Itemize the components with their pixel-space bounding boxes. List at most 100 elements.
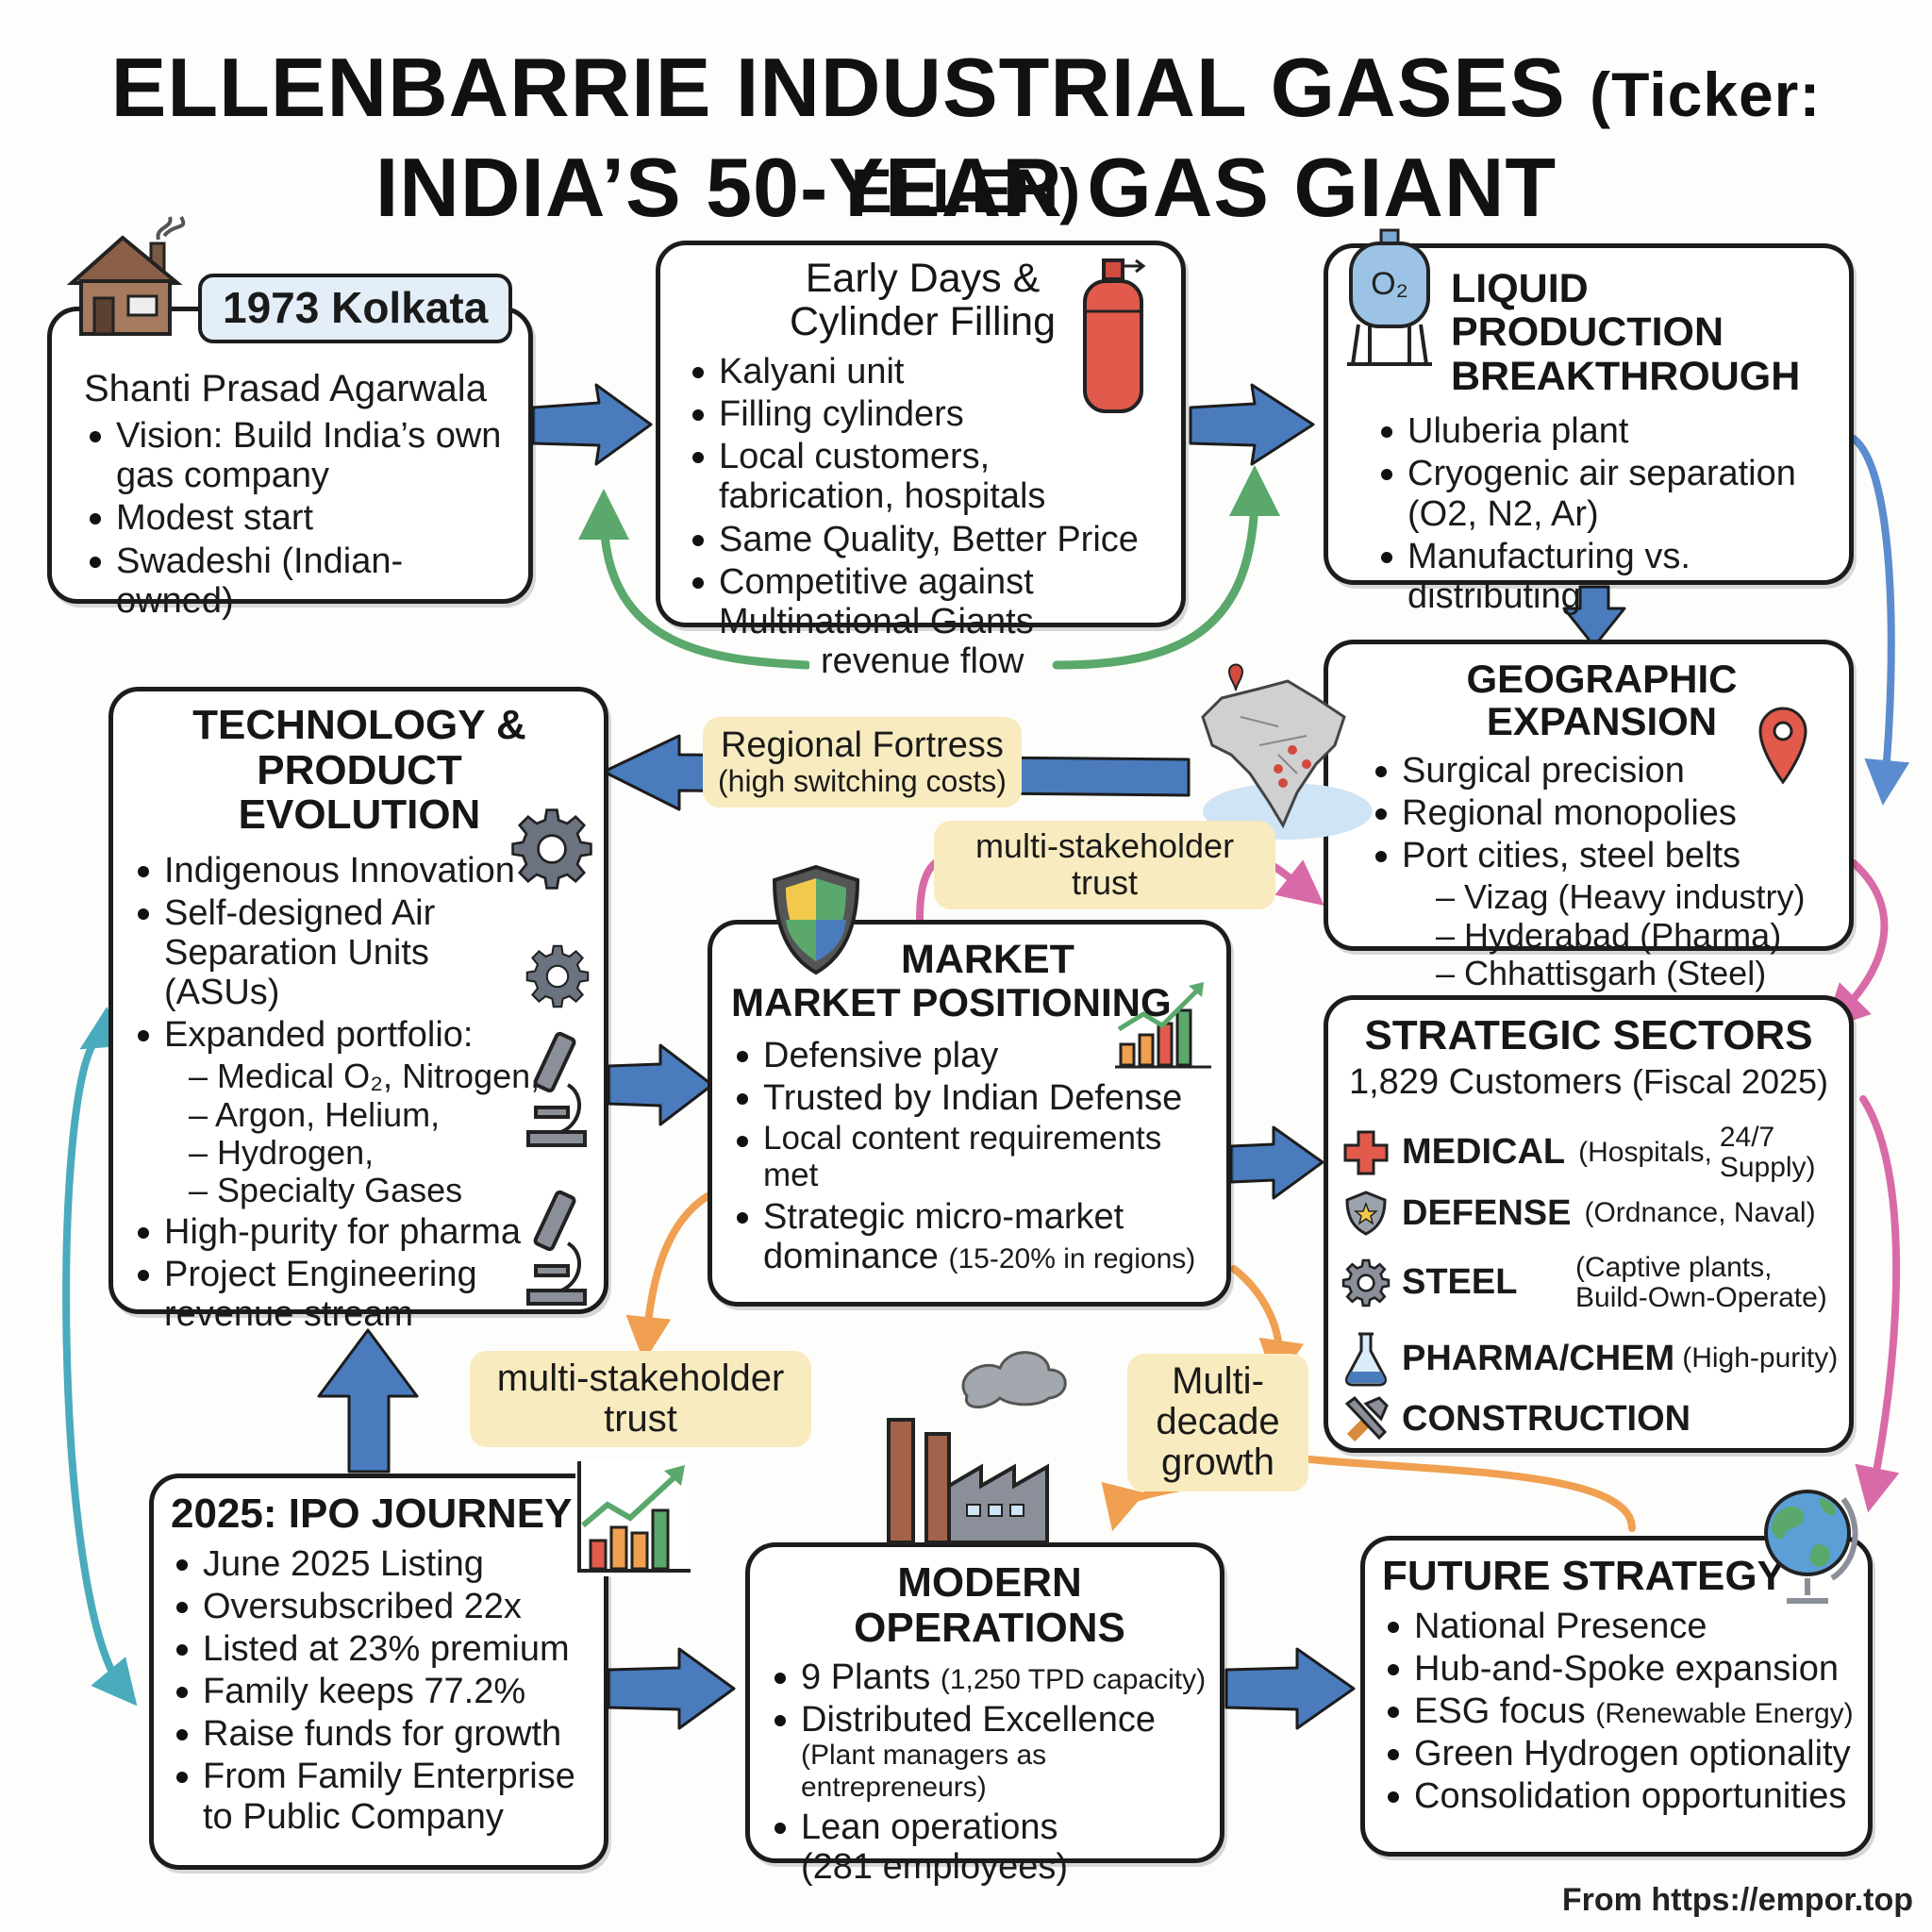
liquid-list: Uluberia plant Cryogenic air separation … [1375, 411, 1832, 616]
list-item: Argon, Helium, [189, 1095, 587, 1134]
list-item: Distributed Excellence (Plant managers a… [769, 1700, 1210, 1805]
list-item: From Family Enterprise to Public Company [171, 1757, 591, 1837]
regional-fortress-label: Regional Fortress [720, 725, 1004, 765]
technology-box: TECHNOLOGY & PRODUCT EVOLUTION Indigenou… [108, 687, 608, 1334]
list-item: Uluberia plant [1375, 411, 1832, 451]
arrow-liquid-to-geo [1562, 585, 1626, 648]
market-bullet-4-tail: dominance [763, 1237, 939, 1276]
ops-bullet-2-note: (Plant managers as entrepreneurs) [801, 1740, 1047, 1803]
sector-name: STEEL [1402, 1262, 1518, 1302]
ops-bullet-2: Distributed Excellence [801, 1700, 1156, 1740]
list-item: Local customers, fabrication, hospitals [687, 437, 1164, 516]
sector-note: (High-purity) [1682, 1342, 1839, 1374]
trust-tag-top: multi-stakeholder trust [934, 821, 1275, 909]
list-item: Hyderabad (Pharma) [1436, 916, 1834, 955]
arrow-ops-to-future [1224, 1647, 1356, 1730]
future-title: FUTURE STRATEGY [1382, 1553, 1785, 1599]
sector-note-2: 24/7 Supply) [1719, 1122, 1816, 1183]
list-item: Kalyani unit [687, 352, 1164, 391]
list-item: Medical O₂, Nitrogen, [189, 1058, 587, 1096]
trust-tag-left: multi-stakeholder trust [470, 1351, 811, 1448]
tech-list: Indigenous Innovation Self-designed Air … [132, 851, 538, 1056]
medical-cross-icon [1343, 1130, 1389, 1174]
list-item: Swadeshi (Indian-owned) [84, 541, 508, 621]
sector-row-steel: STEEL (Captive plants, Build-Own-Operate… [1341, 1253, 1840, 1312]
early-days-title: Early Days & Cylinder Filling [790, 256, 1056, 345]
list-item: Green Hydrogen optionality [1382, 1734, 1858, 1774]
factory-icon [877, 1330, 1094, 1552]
ops-list: 9 Plants (1,250 TPD capacity) Distribute… [769, 1657, 1210, 1887]
list-item: Filling cylinders [687, 394, 1164, 434]
esg-label: ESG focus [1414, 1690, 1586, 1731]
market-title-1: MARKET [901, 937, 1074, 982]
title-main: ELLENBARRIE INDUSTRIAL GASES [110, 41, 1566, 134]
sector-row-medical: MEDICAL (Hospitals, 24/7 Supply) [1341, 1123, 1840, 1182]
ops-bullet-1-note: (1,250 TPD capacity) [940, 1664, 1207, 1696]
list-item: Family keeps 77.2% [171, 1672, 591, 1711]
source-footer: From https://empor.top [1561, 1882, 1913, 1918]
microscope-icon [509, 1028, 594, 1156]
list-item: Surgical precision [1370, 751, 1834, 791]
geo-list: Surgical precision Regional monopolies P… [1370, 751, 1834, 876]
list-item: Same Quality, Better Price [687, 520, 1164, 559]
ipo-box: 2025: IPO JOURNEY June 2025 Listing Over… [149, 1474, 608, 1870]
liquid-title: LIQUID PRODUCTION BREAKTHROUGH [1451, 266, 1801, 399]
founding-tag: 1973 Kolkata [198, 274, 513, 343]
market-bullet-4: Strategic micro-market [763, 1196, 1124, 1237]
page-subtitle: INDIA’S 50-YEAR GAS GIANT [375, 141, 1557, 234]
location-pin-icon [1755, 703, 1811, 792]
list-item: Cryogenic air separation (O2, N2, Ar) [1375, 454, 1832, 534]
list-item: Lean operations (281 employees) [769, 1807, 1210, 1887]
sector-name: PHARMA/CHEM [1402, 1338, 1675, 1378]
tools-icon [1344, 1395, 1389, 1442]
list-item: Project Engineering revenue stream [132, 1255, 547, 1334]
sector-row-construction: CONSTRUCTION [1341, 1394, 1840, 1443]
founding-box: Shanti Prasad Agarwala Vision: Build Ind… [47, 307, 533, 621]
ops-bullet-1: 9 Plants [801, 1657, 931, 1698]
list-item: Consolidation opportunities [1382, 1776, 1858, 1816]
operations-box: MODERN OPERATIONS 9 Plants (1,250 TPD ca… [745, 1542, 1224, 1887]
title-ticker: (Ticker: ELLEN) [850, 59, 1822, 225]
list-item: Self-designed Air Separation Units (ASUs… [132, 893, 538, 1013]
sector-name: CONSTRUCTION [1402, 1398, 1691, 1439]
arrow-early-to-liquid [1189, 383, 1315, 466]
regional-fortress-tag: Regional Fortress (high switching costs) [703, 717, 1022, 808]
sector-row-defense: DEFENSE (Ordnance, Naval) [1341, 1189, 1840, 1238]
customer-count-note: (Fiscal 2025) [1631, 1061, 1828, 1101]
arrow-ipo-to-tech [317, 1328, 419, 1474]
revenue-flow-label: revenue flow [809, 641, 1036, 682]
list-item: Trusted by Indian Defense [731, 1078, 1213, 1118]
growth-tag: Multi-decade growth [1127, 1354, 1308, 1491]
arrow-tech-to-market [607, 1043, 714, 1126]
tech-title: TECHNOLOGY & PRODUCT EVOLUTION [192, 702, 526, 839]
sector-row-pharma: PHARMA/CHEM (High-purity) [1341, 1330, 1840, 1387]
shield-icon [769, 863, 863, 981]
list-item: Manufacturing vs. distributing [1375, 537, 1832, 616]
defense-shield-icon [1345, 1191, 1387, 1236]
revenue-flow-loop [578, 489, 811, 670]
geo-title: GEOGRAPHIC EXPANSION [1466, 657, 1738, 744]
list-item: Local content requirements met [731, 1120, 1213, 1194]
customer-count: 1,829 Customers [1348, 1061, 1623, 1102]
ops-bullet-3: Lean operations [801, 1807, 1058, 1847]
sector-note: (Captive plants, [1575, 1252, 1773, 1283]
list-item: ESG focus (Renewable Energy) [1382, 1691, 1858, 1731]
geographic-box: GEOGRAPHIC EXPANSION Surgical precision … [1324, 640, 1854, 992]
future-list: National Presence Hub-and-Spoke expansio… [1382, 1607, 1858, 1817]
list-item: Competitive against Multinational Giants [687, 562, 1164, 641]
market-bullet-4-note: (15-20% in regions) [948, 1243, 1196, 1274]
list-item: Vision: Build India’s own gas company [84, 416, 508, 495]
sectors-customers: 1,829 Customers (Fiscal 2025) [1328, 1062, 1849, 1103]
ops-bullet-3-note: (281 employees) [801, 1847, 1069, 1888]
market-box: MARKET MARKET POSITIONING Defensive play… [708, 920, 1231, 1307]
sector-note-block: (Captive plants, Build-Own-Operate) [1562, 1253, 1827, 1312]
list-item: Vizag (Heavy industry) [1436, 877, 1834, 916]
sector-name: MEDICAL [1402, 1132, 1566, 1172]
house-icon [64, 215, 187, 342]
sectors-box: STRATEGIC SECTORS 1,829 Customers (Fisca… [1324, 995, 1854, 1453]
list-item: Hub-and-Spoke expansion [1382, 1649, 1858, 1689]
list-item: Listed at 23% premium [171, 1629, 591, 1669]
list-item: Modest start [84, 498, 508, 538]
sector-note: (Hospitals, [1578, 1136, 1712, 1168]
geo-cities: Vizag (Heavy industry) Hyderabad (Pharma… [1436, 877, 1834, 992]
